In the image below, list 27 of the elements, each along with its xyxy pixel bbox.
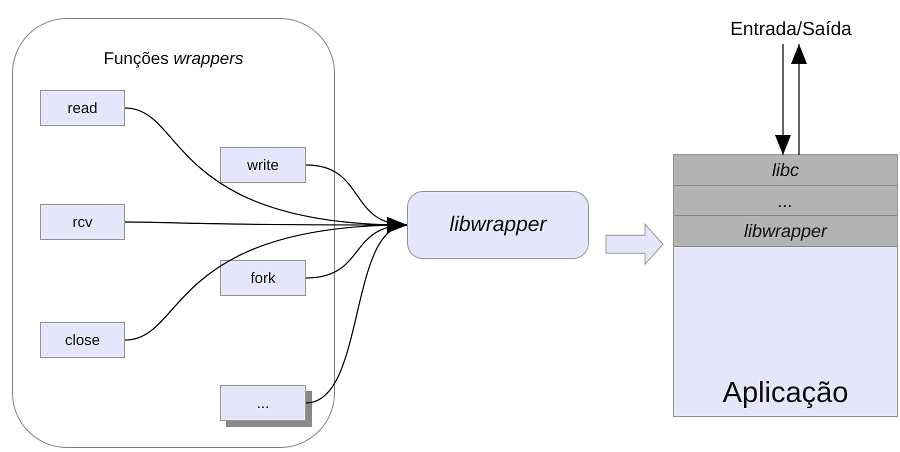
function-box <box>220 147 306 183</box>
arrow <box>775 44 791 155</box>
application-label: Aplicação <box>722 377 848 410</box>
library-layer <box>674 186 897 216</box>
function-label: write <box>247 156 279 174</box>
function-label: fork <box>250 270 276 286</box>
block-arrow <box>606 222 664 266</box>
application-stack <box>673 154 898 417</box>
library-box <box>407 191 589 259</box>
panel-title: Funções wrappers <box>104 49 244 70</box>
layer-label: libc <box>772 161 799 179</box>
library-label: libwrapper <box>450 213 546 237</box>
function-label: read <box>67 100 98 116</box>
function-label: close <box>64 332 100 348</box>
function-box <box>40 322 125 358</box>
function-label: ... <box>256 394 270 412</box>
arrow <box>791 44 807 155</box>
library-layer <box>674 216 897 247</box>
io-label: Entrada/Saída <box>730 19 852 41</box>
function-box <box>40 90 125 126</box>
function-box <box>40 204 125 240</box>
group-panel <box>12 18 335 448</box>
layer-label: ... <box>778 192 793 210</box>
function-box <box>220 260 306 296</box>
library-layer <box>674 155 897 186</box>
function-label: rcv <box>72 214 92 230</box>
layer-label: libwrapper <box>744 222 828 240</box>
